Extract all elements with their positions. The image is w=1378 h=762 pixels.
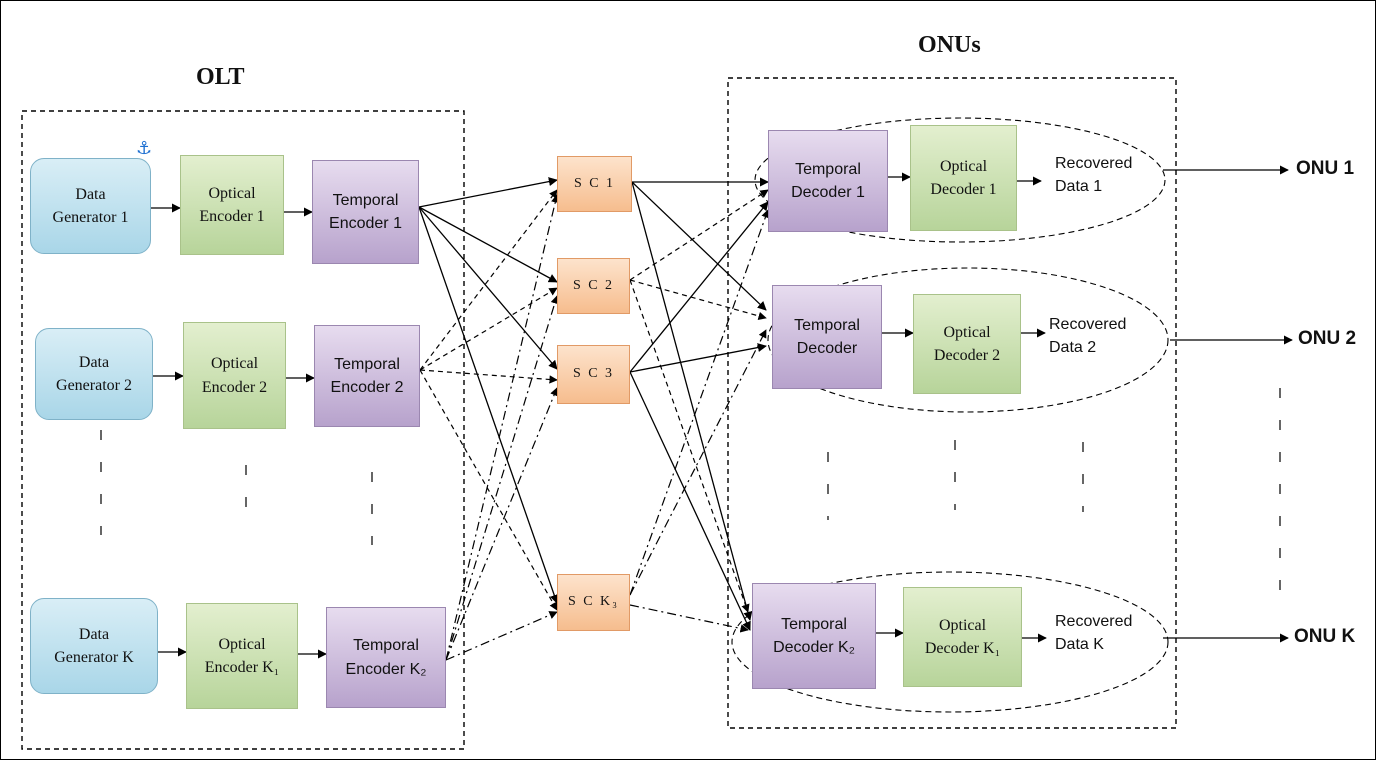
- sc3-to-td1-link: [629, 201, 769, 373]
- temporal-label-line1: Temporal: [334, 355, 400, 373]
- tek-to-sc3-link: [445, 387, 559, 661]
- sc3-to-td2-link: [629, 343, 767, 373]
- sc1-to-td2-link: [631, 181, 767, 311]
- onu-1-label: ONU 1: [1296, 158, 1355, 179]
- generator-label-line1: Data: [78, 625, 110, 643]
- tek-to-sck-link: [445, 611, 558, 661]
- recovered-data-k: Recovered Data K: [1055, 610, 1132, 656]
- temporal-label-line2: Decoder: [796, 340, 858, 357]
- te1-to-sc1-link: [418, 177, 558, 208]
- encoder-label-line1: Optical: [208, 184, 256, 202]
- temporal-label-line1: Temporal: [795, 160, 861, 178]
- temporal-label-line2: Encoder K₂: [345, 660, 427, 678]
- star-coupler-2: S C 2: [557, 258, 630, 314]
- olt-boundary: [21, 110, 465, 750]
- generator-label-line2: Generator 1: [52, 209, 129, 226]
- decoder-label-line1: Optical: [939, 157, 988, 175]
- decoder-label-line1: Optical: [943, 323, 991, 341]
- sck-to-td2-link: [629, 329, 767, 596]
- onus-title: ONUs: [918, 32, 981, 58]
- sc1-to-tdk-link: [631, 181, 753, 621]
- tek-to-sc1-link: [445, 194, 560, 661]
- generator-label-line1: Data: [75, 185, 106, 203]
- temporal-label-line1: Temporal: [781, 615, 847, 633]
- temporal-label-line1: Temporal: [332, 191, 399, 209]
- generator-label-line1: Data: [78, 353, 110, 371]
- encoder-label-line2: Encoder 2: [201, 378, 268, 396]
- te1-to-sc2-link: [418, 206, 558, 283]
- decoder-label-line2: Decoder K₁: [924, 640, 1001, 657]
- sck-to-td1-link: [629, 209, 770, 596]
- temporal-label-line2: Encoder 2: [330, 379, 404, 396]
- encoder-label-line1: Optical: [210, 355, 259, 373]
- temporal-label-line2: Decoder 1: [791, 184, 865, 201]
- sck-to-tdk-link: [629, 604, 749, 633]
- onu-2-ellipse: [767, 267, 1169, 413]
- recovered-label-line1: Recovered: [1049, 316, 1127, 333]
- temporal-label-line1: Temporal: [353, 637, 419, 655]
- tek-to-sc2-link: [445, 295, 559, 661]
- te1-to-sck-link: [418, 206, 559, 604]
- temporal-label-line2: Decoder K₂: [773, 639, 855, 656]
- encoder-label-line1: Optical: [218, 635, 266, 653]
- recovered-data-2: Recovered Data 2: [1049, 313, 1126, 359]
- olt-title: OLT: [196, 64, 245, 90]
- sc2-to-td2-link: [629, 279, 767, 321]
- onu-2-label: ONU 2: [1298, 328, 1357, 349]
- recovered-label-line2: Data 1: [1055, 178, 1103, 196]
- sc2-to-td1-link: [629, 189, 769, 281]
- sc3-to-tdk-link: [629, 371, 751, 631]
- te2-to-sc1-link: [419, 189, 558, 371]
- onu-1-ellipse: [754, 117, 1166, 243]
- te2-to-sc2-link: [419, 287, 558, 371]
- generator-label-line2: Generator K: [54, 649, 134, 666]
- recovered-label-line1: Recovered: [1055, 613, 1133, 630]
- te2-to-sc3-link: [419, 369, 558, 384]
- star-coupler-1: S C 1: [557, 156, 632, 212]
- recovered-data-1: Recovered Data 1: [1055, 152, 1132, 198]
- generator-label-line2: Generator 2: [56, 377, 132, 394]
- anchor-icon: ⚓: [136, 138, 153, 159]
- recovered-label-line2: Data 2: [1049, 339, 1097, 357]
- encoder-label-line2: Encoder 1: [199, 208, 265, 225]
- decoder-label-line2: Decoder 1: [930, 181, 997, 198]
- onu-k-label: ONU K: [1294, 626, 1356, 647]
- sc2-to-tdk-link: [629, 279, 750, 613]
- encoder-label-line2: Encoder K₁: [204, 659, 280, 676]
- recovered-label-line1: Recovered: [1055, 155, 1133, 172]
- star-coupler-k3: S C K₃: [557, 574, 630, 631]
- onu-k-ellipse: [731, 571, 1169, 713]
- decoder-label-line2: Decoder 2: [933, 347, 1001, 364]
- decoder-label-line1: Optical: [938, 616, 987, 634]
- temporal-label-line1: Temporal: [794, 316, 860, 334]
- recovered-label-line2: Data K: [1055, 636, 1104, 654]
- te2-to-sck-link: [419, 369, 558, 611]
- temporal-label-line2: Encoder 1: [329, 215, 402, 232]
- te1-to-sc3-link: [418, 206, 558, 370]
- star-coupler-3: S C 3: [557, 345, 630, 404]
